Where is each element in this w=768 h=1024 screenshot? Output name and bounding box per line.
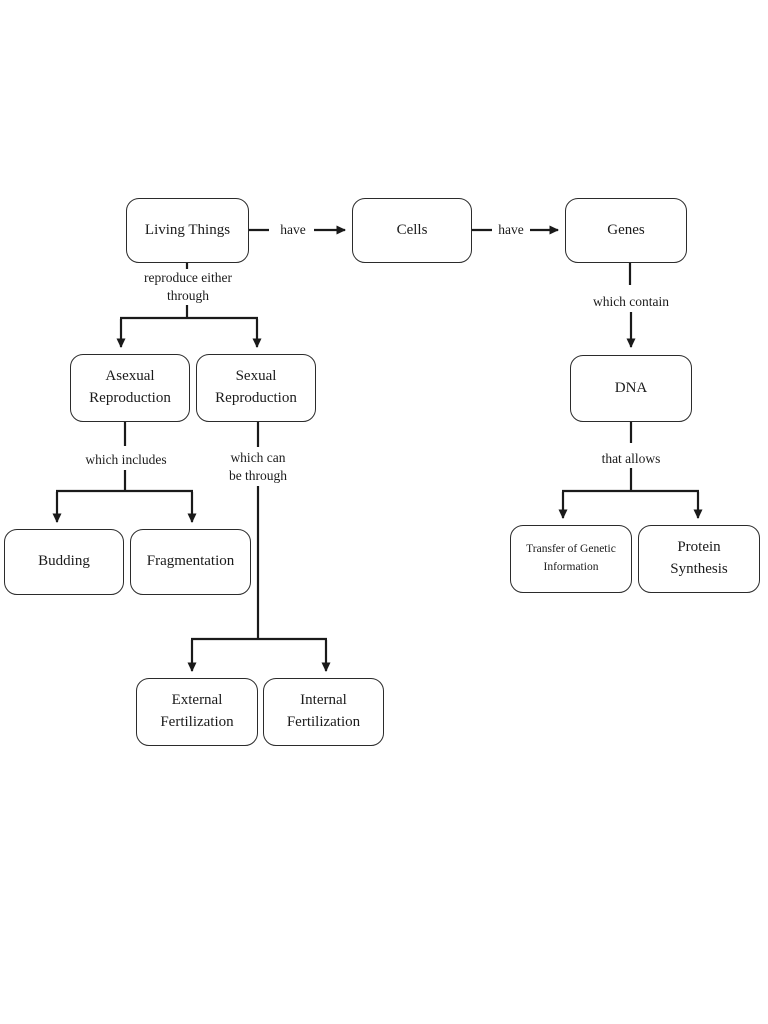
node-internal-fertilization: Internal Fertilization	[263, 678, 384, 746]
node-dna-label: DNA	[614, 379, 648, 396]
node-sexual-reproduction-label: Sexual Reproduction	[215, 368, 297, 406]
node-external-fertilization: External Fertilization	[136, 678, 258, 746]
edge-label-which-can-be-through: which can be through	[225, 449, 291, 485]
node-living-things: Living Things	[126, 198, 249, 263]
node-genes: Genes	[565, 198, 687, 263]
node-cells: Cells	[352, 198, 472, 263]
node-fragmentation: Fragmentation	[130, 529, 251, 595]
node-asexual-reproduction-label: Asexual Reproduction	[89, 368, 171, 406]
edge-label-which-includes: which includes	[82, 451, 170, 469]
node-asexual-reproduction: Asexual Reproduction	[70, 354, 190, 422]
edge-label-reproduce-either-through: reproduce either through	[140, 269, 236, 305]
node-genes-label: Genes	[607, 221, 645, 238]
edge-label-have-1: have	[277, 221, 309, 239]
node-protein-synthesis: Protein Synthesis	[638, 525, 760, 593]
node-budding-label: Budding	[38, 553, 90, 570]
node-internal-fertilization-label: Internal Fertilization	[286, 692, 361, 730]
edge-label-that-allows: that allows	[598, 450, 664, 468]
node-transfer-of-genetic-information-label: Transfer of Genetic Information	[526, 543, 616, 573]
edge-label-which-contain: which contain	[589, 293, 673, 311]
node-transfer-of-genetic-information: Transfer of Genetic Information	[510, 525, 632, 593]
node-fragmentation-label: Fragmentation	[146, 553, 235, 570]
node-living-things-label: Living Things	[144, 221, 231, 238]
node-budding: Budding	[4, 529, 124, 595]
node-protein-synthesis-label: Protein Synthesis	[670, 539, 728, 577]
node-cells-label: Cells	[396, 221, 428, 238]
node-sexual-reproduction: Sexual Reproduction	[196, 354, 316, 422]
edge-label-have-2: have	[495, 221, 527, 239]
node-dna: DNA	[570, 355, 692, 422]
node-external-fertilization-label: External Fertilization	[160, 692, 234, 730]
